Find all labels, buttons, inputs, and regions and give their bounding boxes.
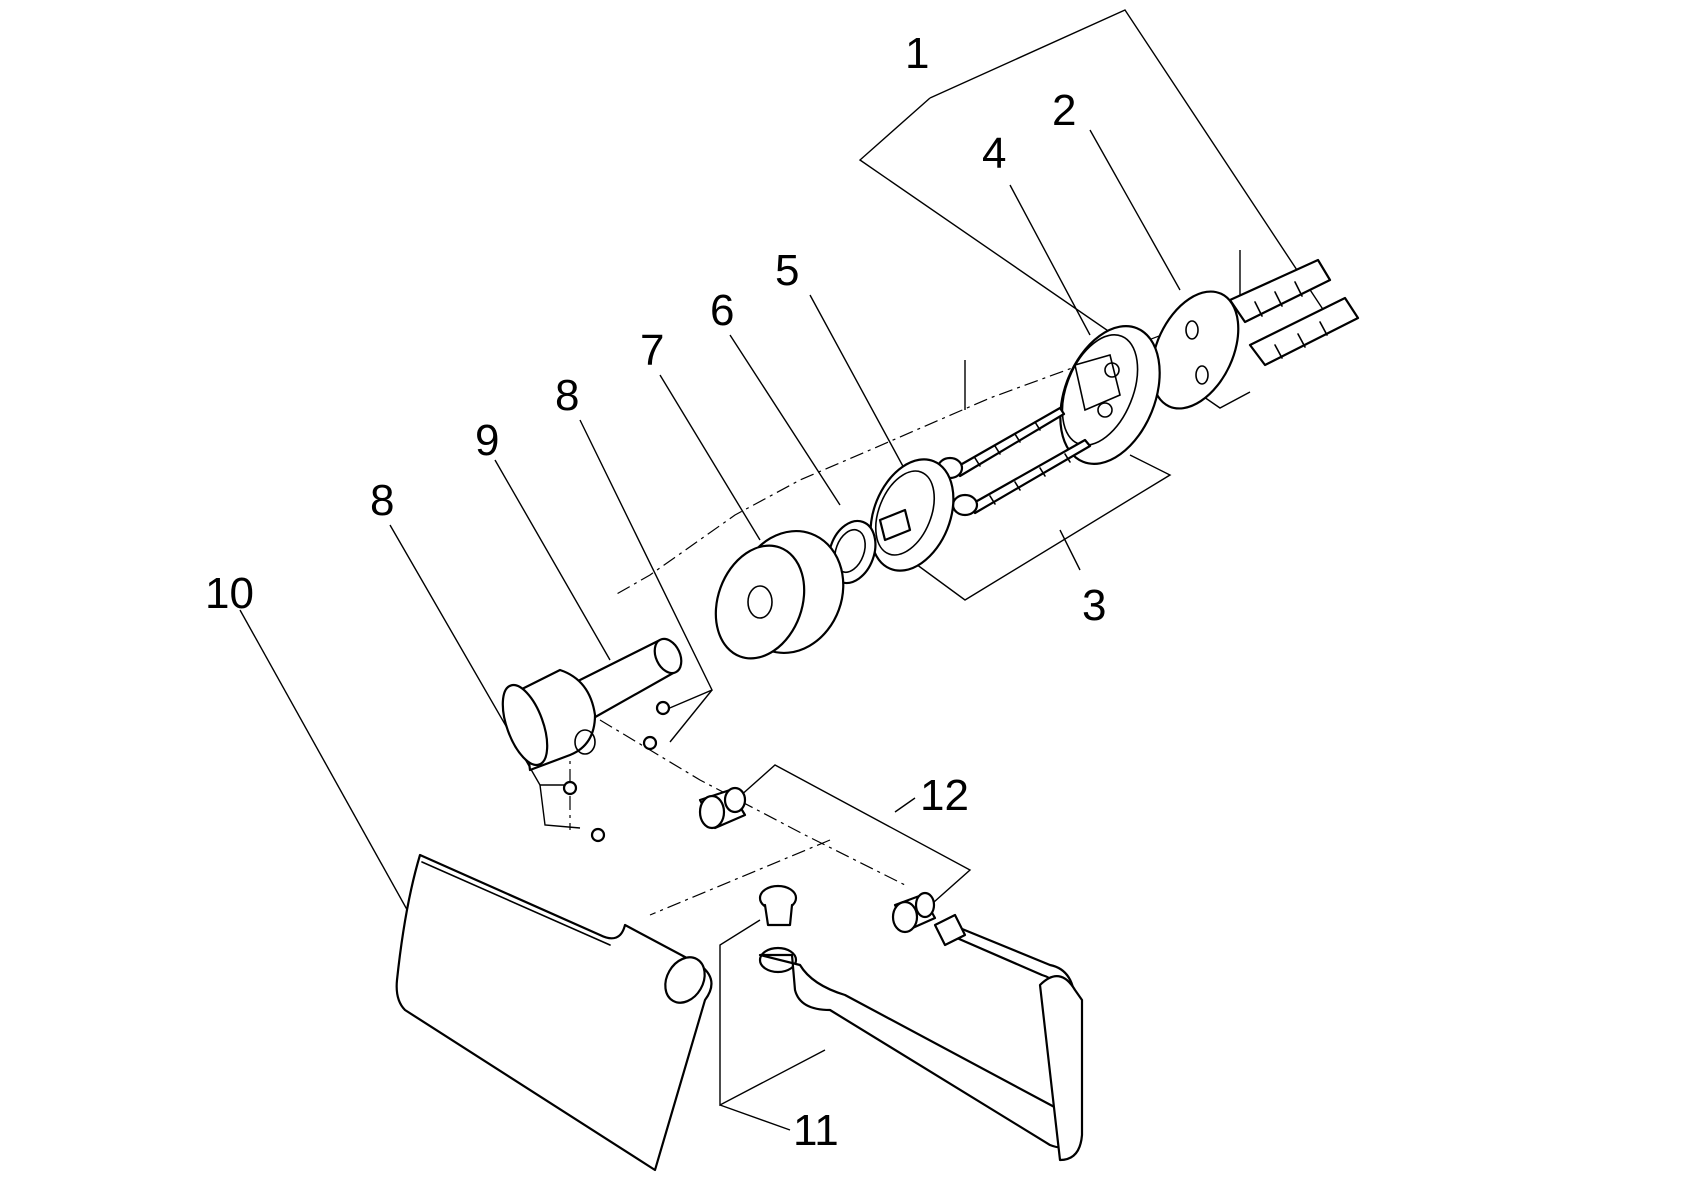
rosette-plate [869,458,955,572]
wall-anchors [1228,258,1360,367]
round-cover [714,529,845,660]
mounting-bracket [1059,325,1161,465]
callout-3: 3 [1082,581,1106,630]
callout-8-lower: 8 [370,476,394,525]
callout-9: 9 [475,416,499,465]
leader-lines [239,9,1331,1131]
callout-4: 4 [982,129,1006,178]
callout-11: 11 [793,1106,839,1155]
callout-2: 2 [1052,86,1076,135]
cover-flap [395,853,713,1172]
callout-8-upper: 8 [555,371,579,420]
holder-rod [758,913,1084,1162]
holder-arm [501,637,683,772]
wall-plate [1150,290,1240,410]
callout-6: 6 [710,286,734,335]
callout-10: 10 [205,569,254,618]
callout-1: 1 [905,29,929,78]
screws [936,406,1092,517]
grub-screws [562,700,671,843]
bushings [698,786,937,934]
callout-12: 12 [920,771,969,820]
callout-5: 5 [775,246,799,295]
callout-7: 7 [640,326,664,375]
callout-labels: 1 2 3 4 5 6 7 8 8 9 10 11 12 [205,29,1106,1155]
